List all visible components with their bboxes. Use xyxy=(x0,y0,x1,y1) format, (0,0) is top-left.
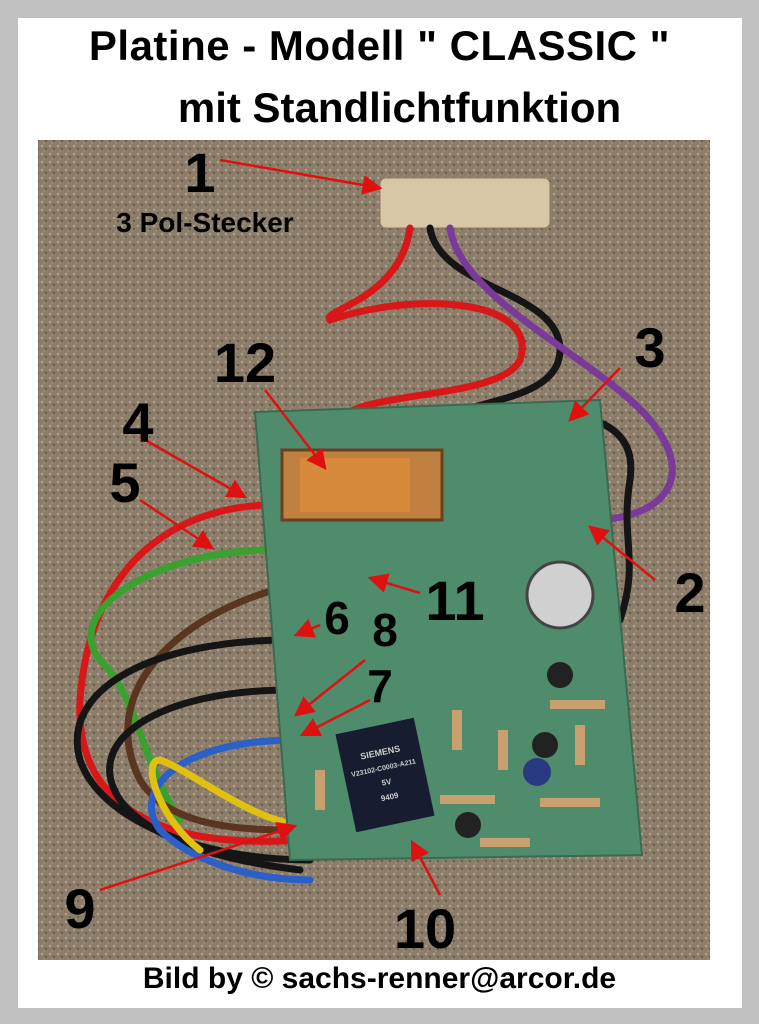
relay-date: 9409 xyxy=(380,791,400,804)
connector-plug xyxy=(379,177,551,229)
title-line-2: mit Standlichtfunktion xyxy=(177,84,622,131)
label-5: 5 xyxy=(109,451,140,514)
label-8: 8 xyxy=(372,604,398,656)
wires xyxy=(73,224,676,884)
label-connector: 3 Pol-Stecker xyxy=(116,207,294,238)
capacitor xyxy=(525,560,595,630)
title-line-1: Platine - Modell " CLASSIC " xyxy=(88,22,671,69)
annotation-arrows xyxy=(99,158,656,896)
label-1: 1 xyxy=(184,141,215,204)
label-4: 4 xyxy=(122,391,153,454)
label-7: 7 xyxy=(367,660,393,712)
siemens-relay: SIEMENS V23102-C0003-A211 5V 9409 xyxy=(335,717,435,833)
small-capacitor xyxy=(523,758,551,786)
label-10: 10 xyxy=(394,897,456,960)
transistors xyxy=(455,662,573,838)
label-6: 6 xyxy=(324,592,350,644)
pcb-photo: SIEMENS V23102-C0003-A211 5V 9409 1 3 Po… xyxy=(38,140,710,960)
label-12: 12 xyxy=(214,331,276,394)
relay-voltage: 5V xyxy=(381,777,393,788)
copper-winding xyxy=(300,458,410,512)
label-3: 3 xyxy=(634,316,665,379)
label-9: 9 xyxy=(64,877,95,940)
label-2: 2 xyxy=(674,561,705,624)
label-11: 11 xyxy=(425,569,484,632)
footer-credit: Bild by © sachs-renner@arcor.de xyxy=(142,962,617,995)
resistors xyxy=(315,700,605,847)
